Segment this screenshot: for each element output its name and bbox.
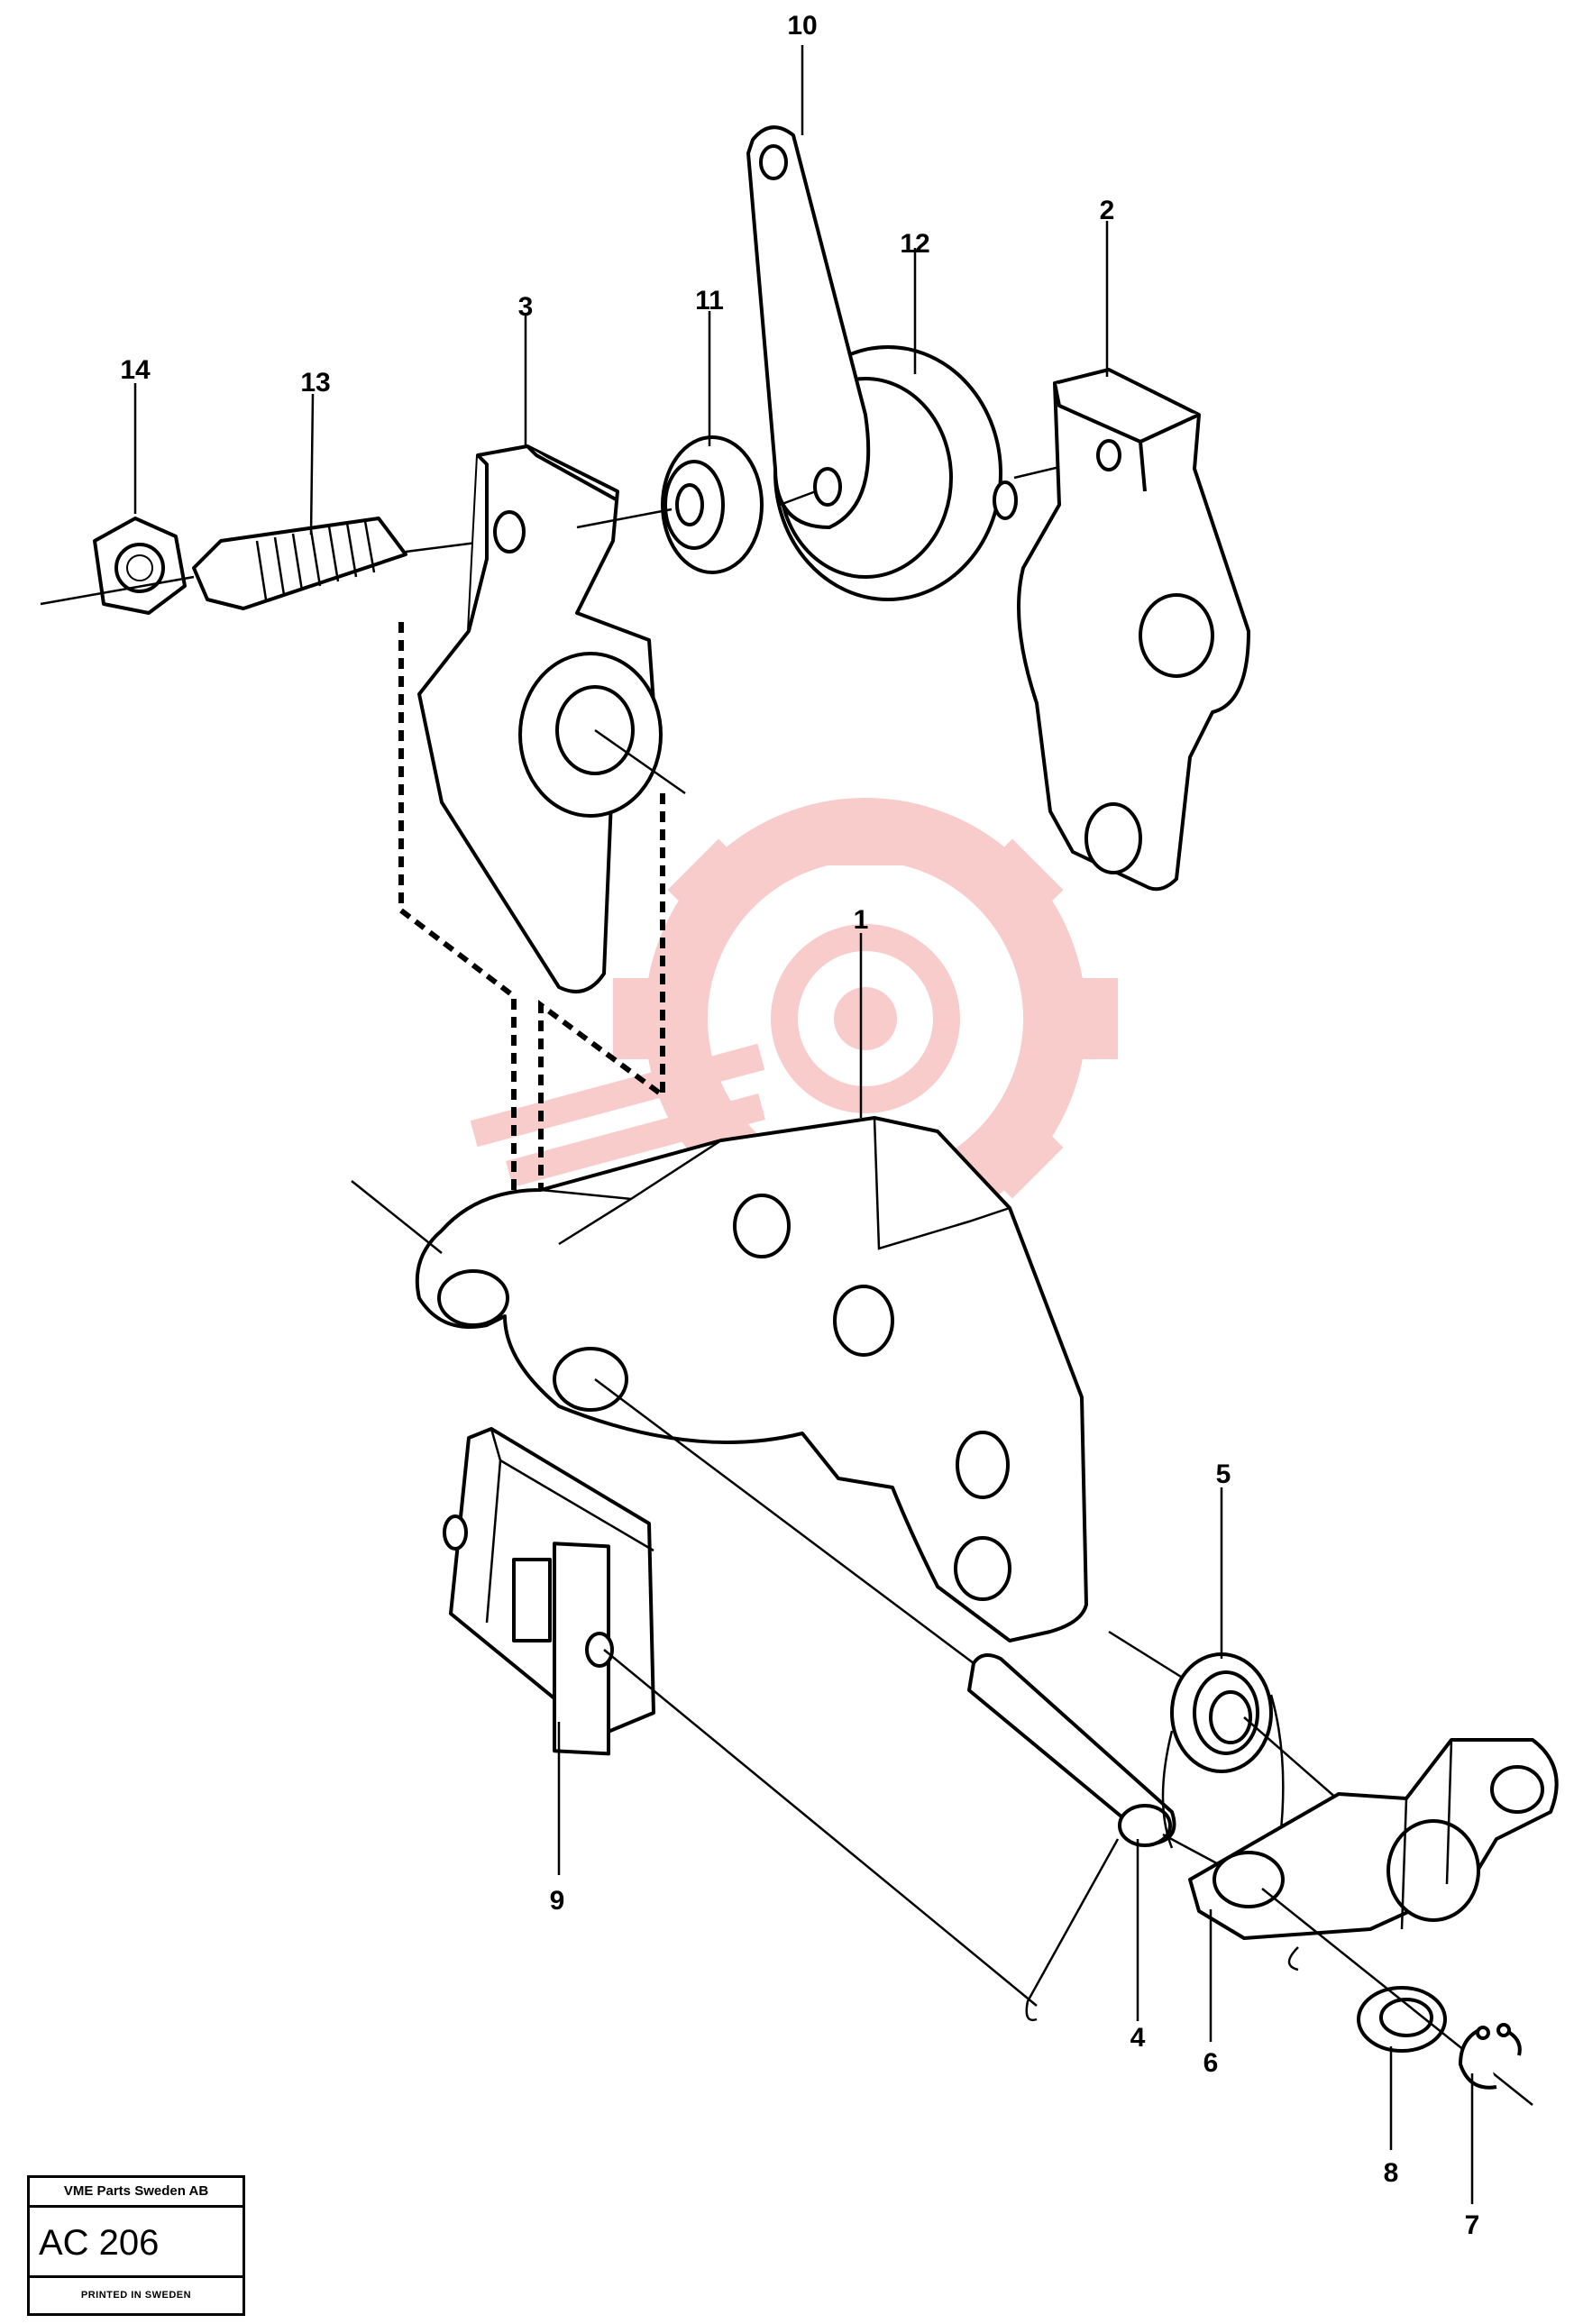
callout-2: 2	[1100, 196, 1115, 225]
part-2-bracket	[1017, 368, 1250, 892]
callout-12: 12	[900, 229, 929, 259]
part-7-retaining-ring	[1459, 2023, 1522, 2090]
title-block-printed: PRINTED IN SWEDEN	[80, 2290, 192, 2301]
callout-11: 11	[695, 286, 724, 316]
leader-lines	[133, 45, 1474, 2204]
callout-7: 7	[1465, 2210, 1480, 2240]
callout-10: 10	[787, 11, 817, 41]
callout-9: 9	[550, 1886, 565, 1916]
part-1-main-bracket	[351, 1116, 1088, 1664]
callout-3: 3	[518, 292, 534, 322]
callout-14: 14	[120, 355, 151, 385]
part-13-screw	[40, 517, 506, 610]
title-block-code: AC 206	[30, 2208, 243, 2278]
callout-5: 5	[1216, 1459, 1231, 1489]
callout-6: 6	[1203, 2048, 1219, 2078]
part-11-bushing	[576, 435, 764, 574]
part-14-nut	[93, 517, 187, 615]
callout-1: 1	[854, 905, 869, 935]
callout-4: 4	[1130, 2023, 1146, 2053]
callout-8: 8	[1384, 2158, 1399, 2188]
part-6-plate	[1188, 1738, 1559, 1972]
part-4-pin	[967, 1653, 1290, 2022]
title-block: VME Parts Sweden AB AC 206 PRINTED IN SW…	[27, 2175, 245, 2316]
part-3-lever	[398, 444, 686, 1312]
part-10-12-lever-hub	[746, 125, 1110, 601]
callout-13: 13	[300, 368, 330, 398]
title-block-company: VME Parts Sweden AB	[30, 2178, 243, 2208]
part-9-slide-block	[443, 1427, 1038, 2007]
